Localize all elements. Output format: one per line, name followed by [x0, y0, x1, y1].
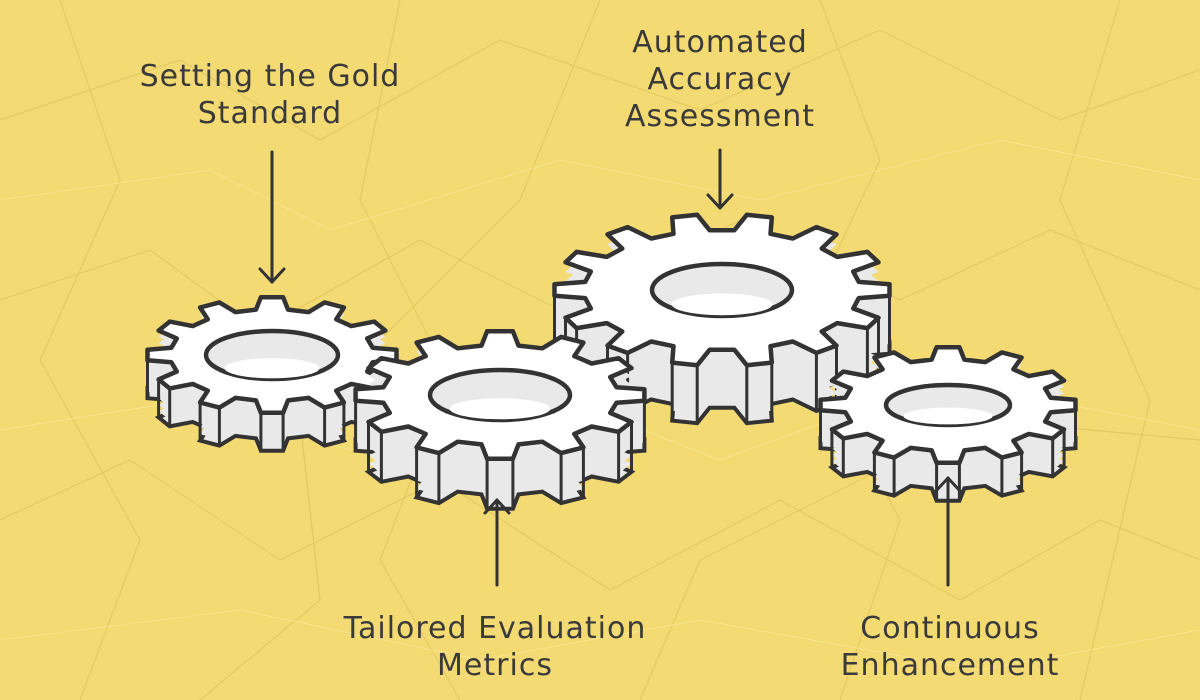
- gear-automated-accuracy: [552, 212, 892, 426]
- arrow-tailored-metrics: [483, 498, 511, 587]
- arrow-continuous-enhancement: [934, 476, 962, 587]
- gear-continuous-enhancement: [818, 344, 1078, 503]
- arrow-gold-standard: [258, 150, 286, 284]
- label-gold-standard: Setting the Gold Standard: [139, 59, 401, 131]
- gear-tailored-metrics: [353, 329, 647, 511]
- gear-gold-standard: [145, 294, 399, 453]
- arrow-automated-accuracy: [706, 148, 734, 210]
- label-automated-accuracy: Automated Accuracy Assessment: [625, 25, 815, 134]
- label-continuous-enhancement: Continuous Enhancement: [840, 611, 1060, 683]
- label-tailored-metrics: Tailored Evaluation Metrics: [343, 611, 647, 683]
